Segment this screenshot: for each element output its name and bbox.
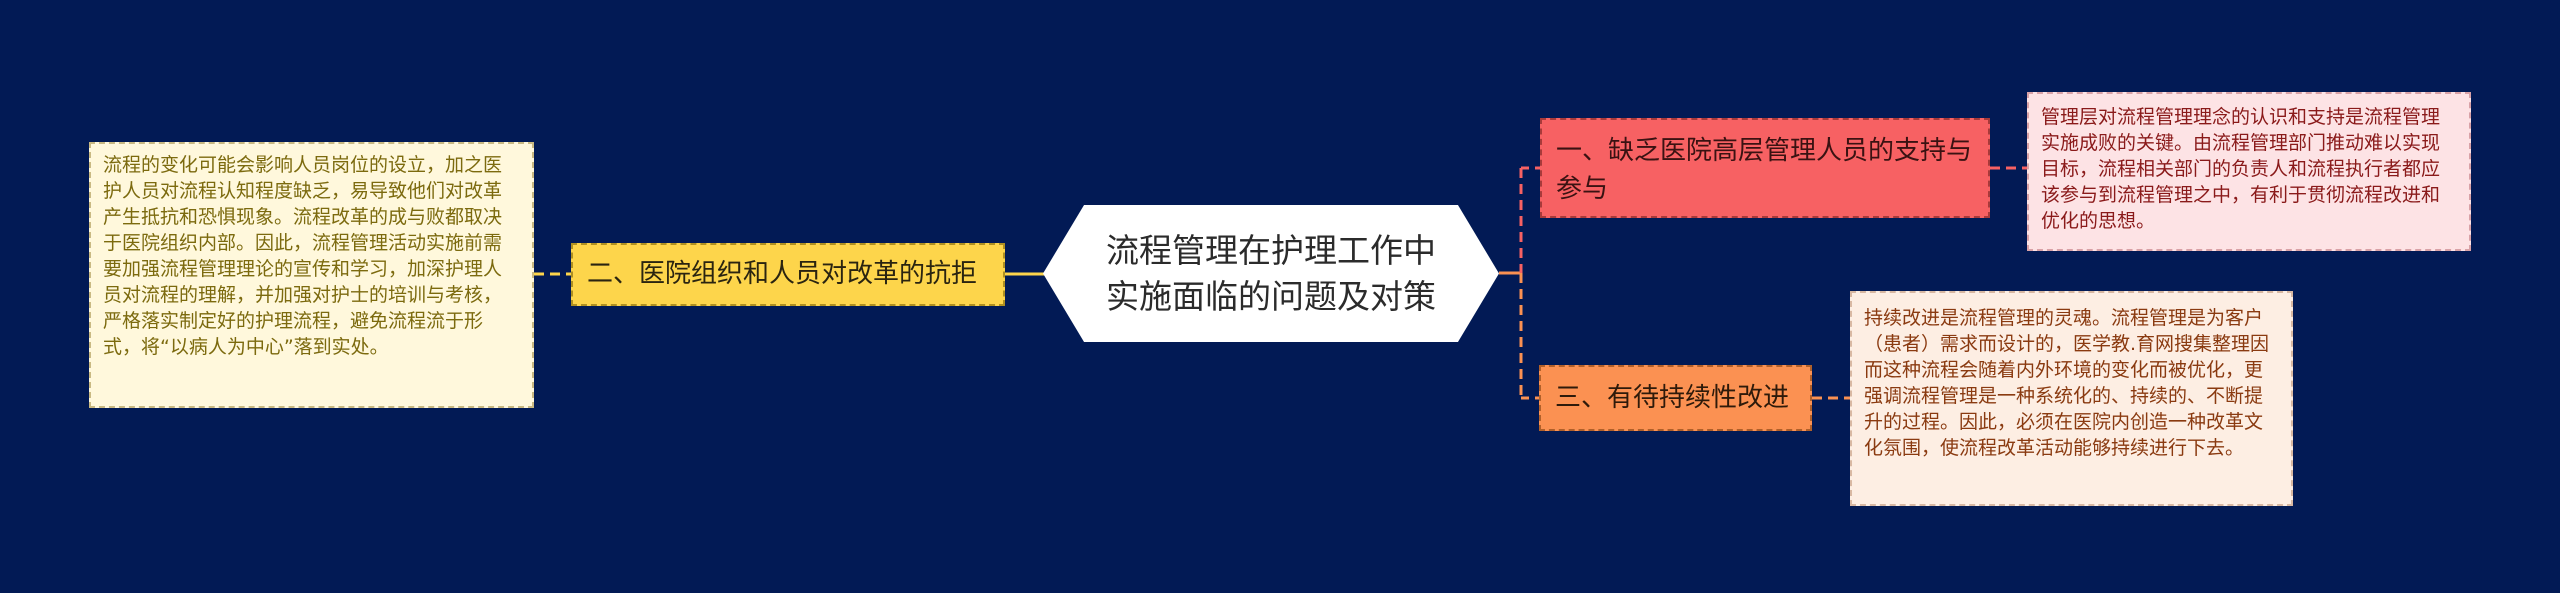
leaf-detail-branch-3[interactable]: 持续改进是流程管理的灵魂。流程管理是为客户（患者）需求而设计的，医学教.育网搜集… xyxy=(1850,291,2293,506)
branch-node-3[interactable]: 三、有待持续性改进 xyxy=(1539,365,1812,431)
central-topic-title: 流程管理在护理工作中实施面临的问题及对策 xyxy=(1106,230,1436,316)
branch-node-1[interactable]: 一、缺乏医院高层管理人员的支持与参与 xyxy=(1540,118,1990,218)
leaf-detail-text: 管理层对流程管理理念的认识和支持是流程管理实施成败的关键。由流程管理部门推动难以… xyxy=(2041,106,2441,232)
branch-node-2[interactable]: 二、医院组织和人员对改革的抗拒 xyxy=(571,243,1005,306)
leaf-detail-branch-1[interactable]: 管理层对流程管理理念的认识和支持是流程管理实施成败的关键。由流程管理部门推动难以… xyxy=(2027,92,2471,251)
central-topic[interactable]: 流程管理在护理工作中实施面临的问题及对策 xyxy=(1043,205,1499,342)
branch-label: 二、医院组织和人员对改革的抗拒 xyxy=(587,259,978,289)
branch-label: 一、缺乏医院高层管理人员的支持与参与 xyxy=(1556,136,1973,204)
leaf-detail-text: 流程的变化可能会影响人员岗位的设立，加之医护人员对流程认知程度缺乏，易导致他们对… xyxy=(103,154,503,358)
branch-label: 三、有待持续性改进 xyxy=(1555,383,1790,413)
leaf-detail-text: 持续改进是流程管理的灵魂。流程管理是为客户（患者）需求而设计的，医学教.育网搜集… xyxy=(1864,307,2270,459)
leaf-detail-branch-2[interactable]: 流程的变化可能会影响人员岗位的设立，加之医护人员对流程认知程度缺乏，易导致他们对… xyxy=(89,142,534,408)
